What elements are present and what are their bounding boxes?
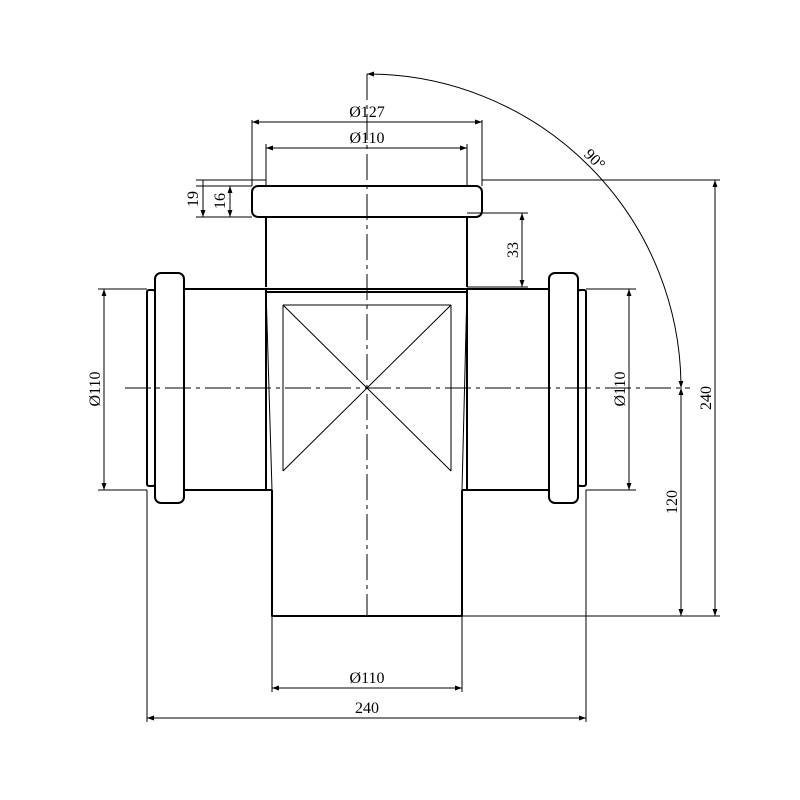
junction-diagonals — [265, 288, 468, 491]
dim-socket-depths: 19 16 — [185, 179, 266, 218]
dim-bottom-diameter: Ø110 — [271, 616, 463, 692]
dim-heights: 240 120 — [462, 179, 720, 617]
dim-right-label: Ø110 — [612, 372, 629, 407]
dim-bottom-label: Ø110 — [350, 670, 385, 687]
dim-total-width: 240 — [146, 490, 587, 722]
dim-height-label: 240 — [698, 386, 715, 410]
dim-left-label: Ø110 — [87, 372, 104, 407]
dim-33-label: 33 — [505, 242, 522, 258]
dim-center-height-label: 120 — [664, 490, 681, 514]
dim-left-diameter: Ø110 — [87, 288, 147, 491]
dim-branch-offset: 33 — [467, 212, 528, 288]
dim-19-label: 19 — [185, 191, 202, 207]
dim-right-diameter: Ø110 — [586, 288, 636, 491]
center-lines — [125, 74, 690, 616]
dim-top-outer-label: Ø127 — [349, 104, 385, 121]
dim-width-label: 240 — [355, 700, 379, 717]
dim-angle-label: 90° — [580, 146, 608, 174]
dim-top-inner-label: Ø110 — [350, 130, 385, 147]
dim-16-label: 16 — [212, 193, 229, 209]
